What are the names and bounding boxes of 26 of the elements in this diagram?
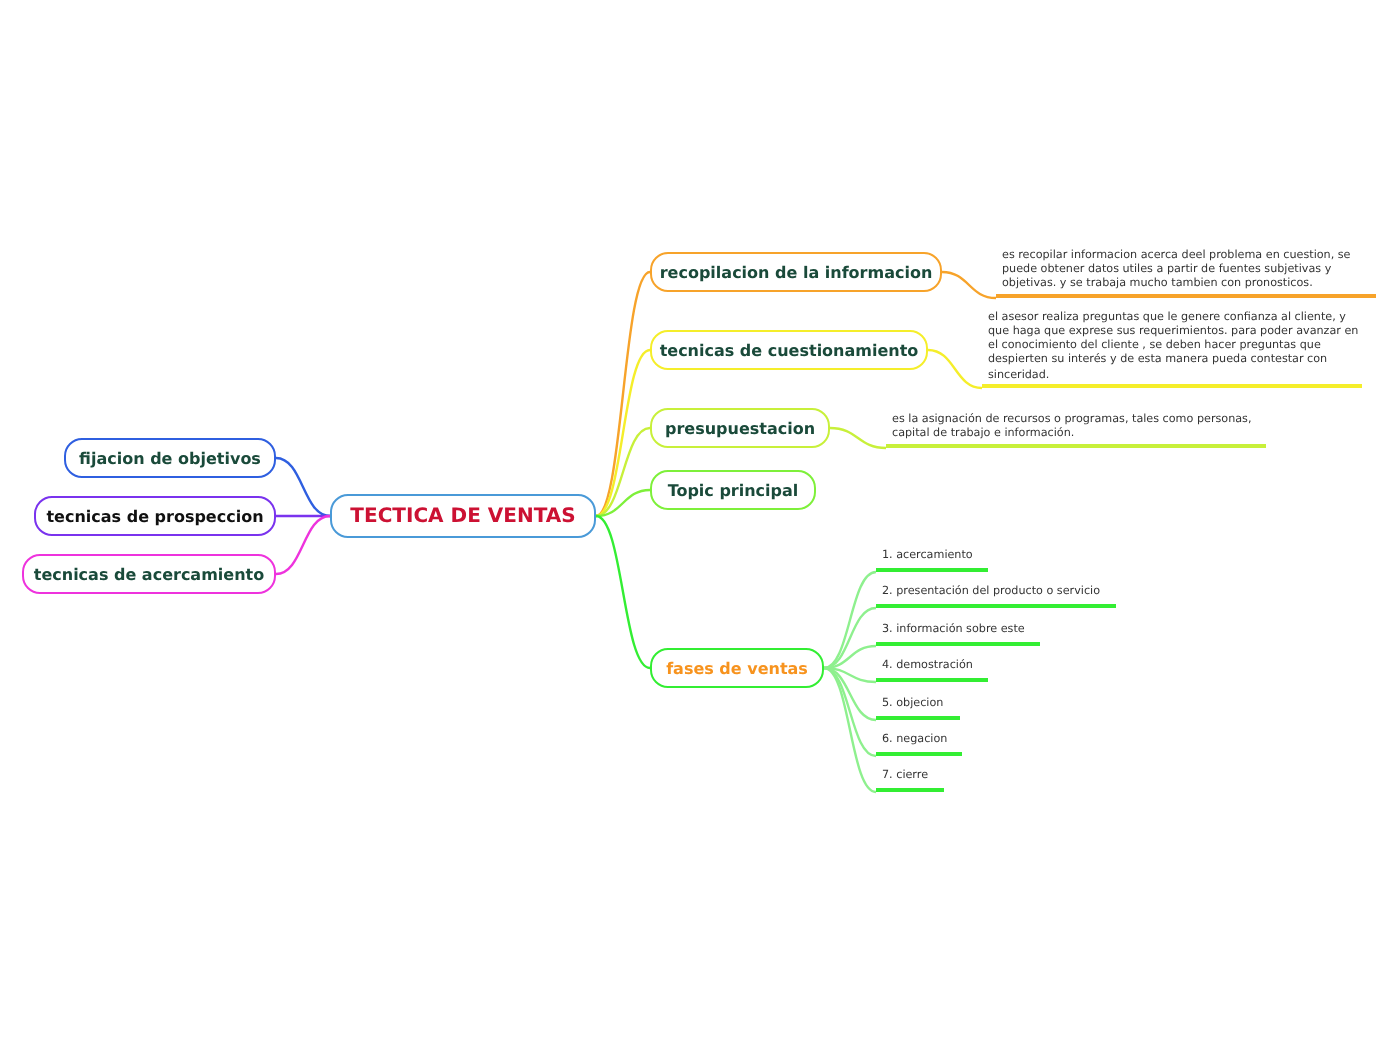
- connector-line: [823, 644, 877, 670]
- connector-line: [829, 426, 887, 450]
- topic-box: fases de ventas: [650, 648, 824, 688]
- connector-line: [823, 666, 877, 758]
- connector-line: [276, 514, 330, 518]
- topic-box: tecnicas de cuestionamiento: [650, 330, 928, 370]
- connector-line: [595, 488, 651, 518]
- topic-box: tecnicas de acercamiento: [22, 554, 276, 594]
- connector-line: [823, 606, 877, 670]
- connector-line: [941, 270, 997, 300]
- connector-line: [595, 348, 651, 518]
- topic-box: fijacion de objetivos: [64, 438, 276, 478]
- connector-line: [823, 666, 877, 794]
- connector-line: [927, 348, 983, 390]
- connector-line: [595, 271, 651, 517]
- connector-line: [823, 570, 877, 670]
- central-topic: TECTICA DE VENTAS: [330, 494, 596, 538]
- topic-box: Topic principal: [650, 470, 816, 510]
- connector-line: [275, 456, 331, 518]
- connector-line: [595, 514, 651, 670]
- topic-box: presupuestacion: [650, 408, 830, 448]
- topic-box: tecnicas de prospeccion: [34, 496, 276, 536]
- topic-box: recopilacion de la informacion: [650, 252, 942, 292]
- connector-line: [823, 666, 877, 722]
- connector-line: [275, 514, 331, 576]
- connector-line: [595, 426, 651, 518]
